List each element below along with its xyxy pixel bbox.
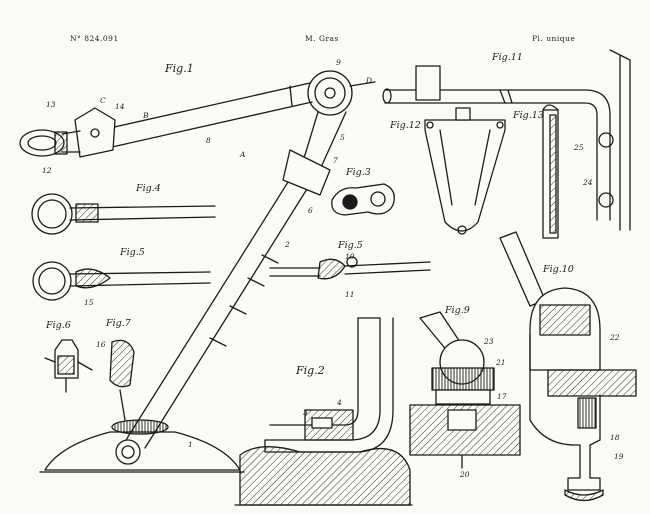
callout-6: 6 bbox=[308, 206, 313, 215]
callout-22: 22 bbox=[610, 333, 620, 342]
callout-1: 1 bbox=[188, 440, 193, 449]
callout-9: 9 bbox=[336, 58, 341, 67]
callout-10: 10 bbox=[345, 252, 355, 261]
callout-11: 11 bbox=[345, 290, 355, 299]
callout-C: C bbox=[100, 96, 106, 105]
fig11-label: Fig.11 bbox=[492, 52, 523, 63]
fig9-label: Fig.9 bbox=[445, 305, 470, 316]
fig2-label: Fig.2 bbox=[296, 364, 325, 377]
fig11-drawing bbox=[382, 49, 631, 231]
fig5b-drawing bbox=[269, 256, 431, 280]
fig2-drawing bbox=[234, 317, 413, 506]
fig1-drawing bbox=[19, 70, 376, 473]
fig1-label: Fig.1 bbox=[165, 62, 194, 75]
callout-17: 17 bbox=[497, 392, 507, 401]
callout-A: A bbox=[240, 150, 246, 159]
fig6-label: Fig.6 bbox=[46, 320, 71, 331]
callout-12: 12 bbox=[42, 166, 52, 175]
callout-7: 7 bbox=[333, 156, 338, 165]
fig6-drawing bbox=[44, 339, 93, 393]
callout-5: 5 bbox=[340, 133, 345, 142]
callout-4: 4 bbox=[337, 398, 342, 407]
callout-3: 3 bbox=[303, 408, 308, 417]
fig5a-label: Fig.5 bbox=[120, 247, 145, 258]
callout-D: D bbox=[366, 76, 373, 85]
callout-25: 25 bbox=[574, 143, 584, 152]
fig12-drawing bbox=[424, 107, 506, 235]
callout-23: 23 bbox=[484, 337, 494, 346]
callout-15: 15 bbox=[84, 298, 94, 307]
fig13-label: Fig.13 bbox=[513, 110, 544, 121]
callout-8: 8 bbox=[206, 136, 211, 145]
callout-24: 24 bbox=[583, 178, 593, 187]
callout-20: 20 bbox=[460, 470, 470, 479]
callout-18: 18 bbox=[610, 433, 620, 442]
inventor-name: M. Gras bbox=[305, 34, 339, 43]
callout-13: 13 bbox=[46, 100, 56, 109]
callout-14: 14 bbox=[115, 102, 125, 111]
fig10-label: Fig.10 bbox=[543, 264, 574, 275]
plate-label: Pl. unique bbox=[532, 34, 576, 43]
callout-21: 21 bbox=[496, 358, 506, 367]
fig3-label: Fig.3 bbox=[346, 167, 371, 178]
fig4-label: Fig.4 bbox=[136, 183, 161, 194]
fig3-drawing bbox=[331, 183, 395, 216]
fig4-drawing bbox=[31, 193, 216, 235]
fig10-drawing bbox=[499, 231, 637, 502]
fig13-drawing bbox=[542, 104, 559, 239]
patent-number: N° 824.091 bbox=[70, 34, 119, 43]
callout-16: 16 bbox=[96, 340, 106, 349]
fig5b-label: Fig.5 bbox=[338, 240, 363, 251]
fig7-label: Fig.7 bbox=[106, 318, 131, 329]
callout-2: 2 bbox=[285, 240, 290, 249]
callout-19: 19 bbox=[614, 452, 624, 461]
fig12-label: Fig.12 bbox=[390, 120, 421, 131]
fig9-drawing bbox=[409, 311, 521, 469]
callout-B: B bbox=[143, 111, 149, 120]
fig7-drawing bbox=[109, 339, 135, 421]
fig5a-drawing bbox=[32, 261, 211, 301]
